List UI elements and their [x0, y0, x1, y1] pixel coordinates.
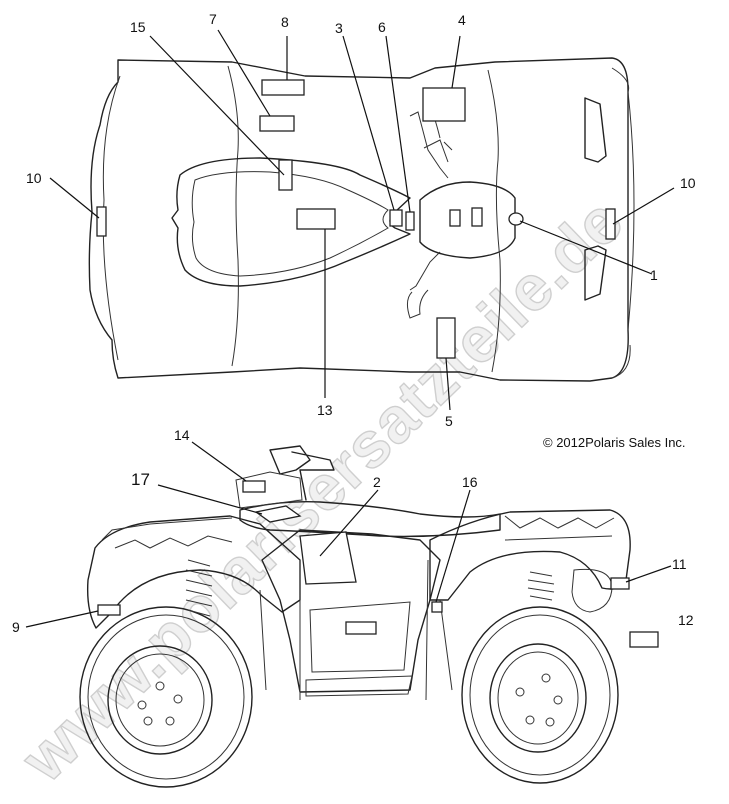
watermark: www.polarisersatzteile.de [6, 183, 637, 796]
callout-13: 13 [317, 402, 333, 418]
rear-lug-nuts [137, 681, 183, 726]
rear-fender-line [227, 65, 239, 367]
callout-12: 12 [678, 612, 694, 628]
callout-8: 8 [281, 14, 289, 30]
callout-5: 5 [445, 413, 453, 429]
front-tire-tread [469, 614, 611, 776]
front-rim-inner [497, 651, 579, 745]
decal-10-front [605, 208, 616, 240]
rear-fender [86, 515, 301, 629]
decal-14 [242, 480, 266, 493]
front-rack-outline [584, 97, 607, 301]
front-tire [461, 606, 619, 784]
copyright-notice: © 2012Polaris Sales Inc. [543, 435, 686, 450]
seat-side [239, 501, 501, 538]
decal-12 [629, 631, 659, 648]
rear-fender-inner [102, 75, 121, 361]
top-leaders [49, 29, 675, 411]
rear-spring [185, 559, 213, 617]
handlebar-lower [406, 251, 441, 319]
decal-1 [508, 212, 524, 226]
callout-6: 6 [378, 19, 386, 35]
watermark-text: www.polarisersatzteile.de [7, 184, 637, 796]
handlebar-upper [409, 111, 449, 179]
front-rack [504, 515, 615, 541]
callout-3: 3 [335, 20, 343, 36]
rear-rack-outline [88, 57, 629, 382]
callout-10-rear: 10 [26, 170, 42, 186]
front-lug-nuts [515, 673, 563, 727]
atv-top-view [88, 57, 635, 382]
decal-4 [422, 87, 466, 122]
callout-1: 1 [650, 267, 658, 283]
decal-3 [389, 209, 403, 227]
side-panel [261, 529, 441, 693]
rear-rim [107, 645, 213, 755]
seat-inner [191, 171, 389, 277]
decal-8 [261, 79, 305, 96]
decal-16 [431, 601, 443, 613]
callout-14: 14 [174, 427, 190, 443]
callout-9: 9 [12, 619, 20, 635]
decal-13 [296, 208, 336, 230]
decal-17 [254, 505, 302, 523]
headlight-pod [571, 568, 613, 613]
callout-7: 7 [209, 11, 217, 27]
callout-15: 15 [130, 19, 146, 35]
decal-5 [436, 317, 456, 359]
rear-rack [101, 517, 233, 549]
rear-rim-inner [115, 653, 205, 747]
decal-6 [405, 211, 415, 231]
callout-11: 11 [672, 556, 687, 572]
decal-15 [278, 159, 293, 191]
footwell [305, 601, 413, 697]
callout-16: 16 [462, 474, 478, 490]
console-side [235, 471, 303, 509]
front-spring [527, 571, 555, 601]
decal-10-rear [96, 206, 107, 237]
frame-lines [259, 559, 453, 701]
decal-11 [610, 577, 630, 590]
front-bumper [611, 67, 635, 379]
rear-tire [79, 606, 253, 788]
callout-4: 4 [458, 12, 466, 28]
callout-10-front: 10 [680, 175, 696, 191]
front-rim [489, 643, 587, 753]
side-leaders [25, 441, 672, 628]
front-fender-line [487, 69, 501, 373]
decal-7 [259, 115, 295, 132]
rear-tire-tread [87, 614, 245, 780]
console-outline [419, 181, 516, 259]
atv-side-view [79, 445, 659, 788]
callout-2: 2 [373, 474, 381, 490]
handlebar-side [269, 445, 335, 501]
console-gauge-right [471, 207, 483, 227]
decal-9 [97, 604, 121, 616]
decal-misc [345, 621, 377, 635]
decal-2 [299, 531, 357, 585]
callout-17: 17 [131, 470, 150, 489]
seat-outline [171, 157, 411, 287]
console-gauge-left [449, 209, 461, 227]
